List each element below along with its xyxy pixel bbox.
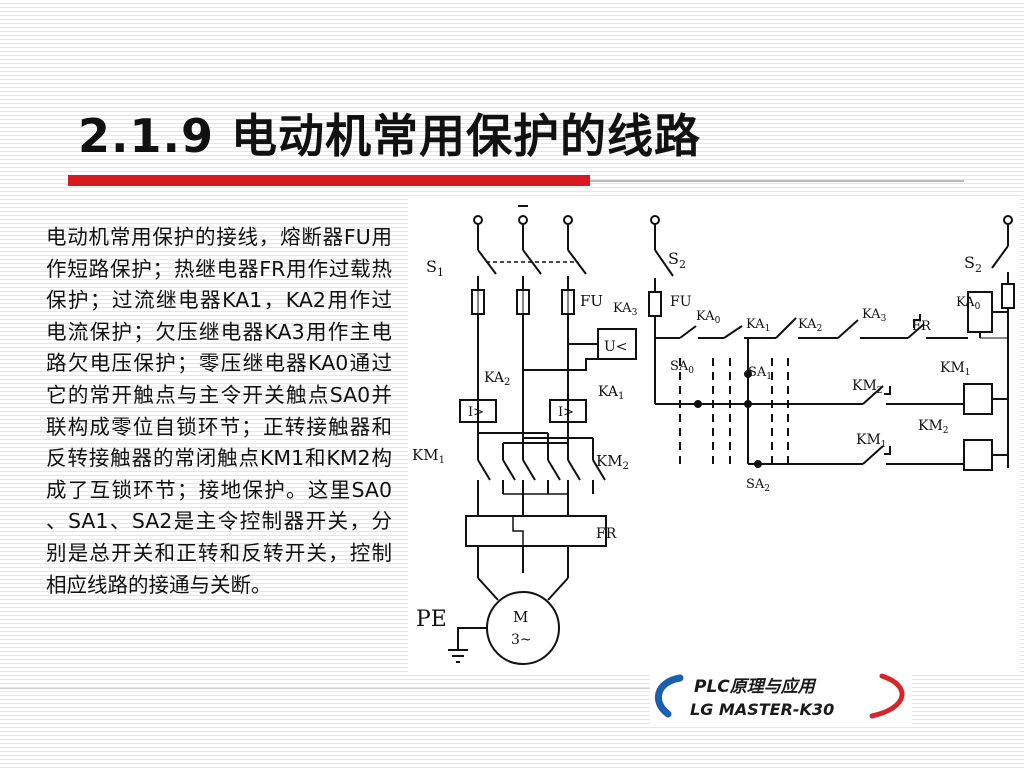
- description-text: 电动机常用保护的接线，熔断器FU用作短路保护；热继电器FR用作过载热保护；过流继…: [46, 225, 392, 597]
- s2-right-switch: [991, 245, 1009, 269]
- label-ka1-main: KA1: [598, 384, 624, 402]
- bottom-divider: [0, 688, 650, 689]
- km2-main-contact-2: [547, 459, 561, 481]
- km1-main-contact-1: [477, 459, 491, 481]
- km2-main-contact-1: [502, 459, 516, 481]
- label-ka2-main: KA2: [484, 370, 510, 388]
- page-title: 2.1.9 电动机常用保护的线路: [78, 109, 701, 163]
- label-km1-coil: KM1: [940, 360, 971, 378]
- label-fr-contact: FR: [912, 319, 932, 334]
- label-ka3-contact: KA3: [862, 307, 887, 324]
- ka3-contact: [837, 319, 859, 339]
- label-u-undervoltage: U<: [604, 339, 628, 355]
- label-km2-interlock: KM2: [852, 378, 883, 396]
- title-rule-line: [590, 180, 964, 182]
- label-km2-main: KM2: [596, 452, 629, 472]
- label-fr-main: FR: [596, 526, 617, 542]
- km2-coil: [963, 439, 993, 471]
- sa1-contact-dot: [744, 370, 752, 378]
- fuse-control-right: [1001, 283, 1015, 309]
- label-s2-left: S2: [668, 249, 686, 271]
- ka1-contact: [723, 325, 743, 339]
- label-ka2-contact: KA2: [798, 317, 822, 334]
- label-ka1-contact: KA1: [746, 317, 770, 334]
- ka2-overcurrent-coil: [459, 399, 497, 423]
- ka2-contact: [775, 317, 797, 339]
- label-sa2: SA2: [746, 477, 770, 494]
- logo-swoosh-red: [869, 673, 905, 719]
- sa2-contact-dot: [754, 460, 762, 468]
- logo-line-2: LG MASTER-K30: [690, 700, 834, 719]
- label-s2-right: S2: [964, 253, 982, 275]
- plc-logo: PLC原理与应用 LG MASTER-K30: [650, 668, 912, 724]
- km1-interlock-contact: [862, 445, 884, 465]
- fr-thermal-relay: [465, 515, 607, 547]
- terminal-l3: [563, 215, 573, 225]
- label-km1-main: KM1: [412, 446, 445, 466]
- label-fu-ctrl: FU: [670, 294, 692, 310]
- label-s1: S1: [426, 257, 444, 279]
- title-accent-bar: [68, 175, 590, 186]
- motor: [486, 591, 560, 665]
- sa0-contact-dot: [694, 400, 702, 408]
- logo-svg: PLC原理与应用 LG MASTER-K30: [655, 673, 905, 719]
- label-km2-coil: KM2: [918, 418, 949, 436]
- label-motor-phase: 3~: [511, 632, 532, 648]
- label-relay-ka1: I>: [558, 405, 574, 420]
- label-sa1: SA1: [748, 365, 772, 382]
- label-km1-interlock: KM1: [856, 432, 887, 450]
- label-ka0-coil: KA0: [956, 295, 981, 312]
- label-ka3-ctrl: KA3: [613, 301, 638, 318]
- km1-main-contact-3: [567, 459, 581, 481]
- terminal-l1: [473, 215, 483, 225]
- label-motor-m: M: [513, 608, 528, 626]
- circuit-svg: S1 FU U< KA2 KA1 I> I> KM1 KM2 FR PE M 3…: [412, 205, 1015, 665]
- ka1-overcurrent-coil: [549, 399, 587, 423]
- label-ka0-contact: KA0: [696, 309, 721, 326]
- motor-protection-circuit-diagram: S1 FU U< KA2 KA1 I> I> KM1 KM2 FR PE M 3…: [408, 198, 1020, 672]
- s2-left-switch: [654, 249, 674, 277]
- km2-main-contact-3: [592, 459, 606, 481]
- label-relay-ka2: I>: [468, 405, 484, 420]
- fuse-control-left: [648, 291, 662, 317]
- terminal-ctrl-left: [650, 215, 660, 225]
- ka0-contact: [679, 325, 697, 339]
- logo-line-1: PLC原理与应用: [694, 677, 817, 697]
- km1-main-contact-2: [522, 459, 536, 481]
- terminal-l2: [518, 215, 528, 225]
- terminal-ctrl-right: [1003, 215, 1013, 225]
- km2-interlock-contact: [862, 385, 884, 405]
- logo-swoosh-blue: [655, 674, 684, 718]
- fr-contact: [907, 314, 925, 339]
- label-pe: PE: [416, 607, 447, 632]
- title-underline: [68, 173, 964, 187]
- km1-coil: [963, 383, 993, 415]
- label-sa0: SA0: [670, 359, 694, 376]
- label-fu-main: FU: [580, 292, 603, 310]
